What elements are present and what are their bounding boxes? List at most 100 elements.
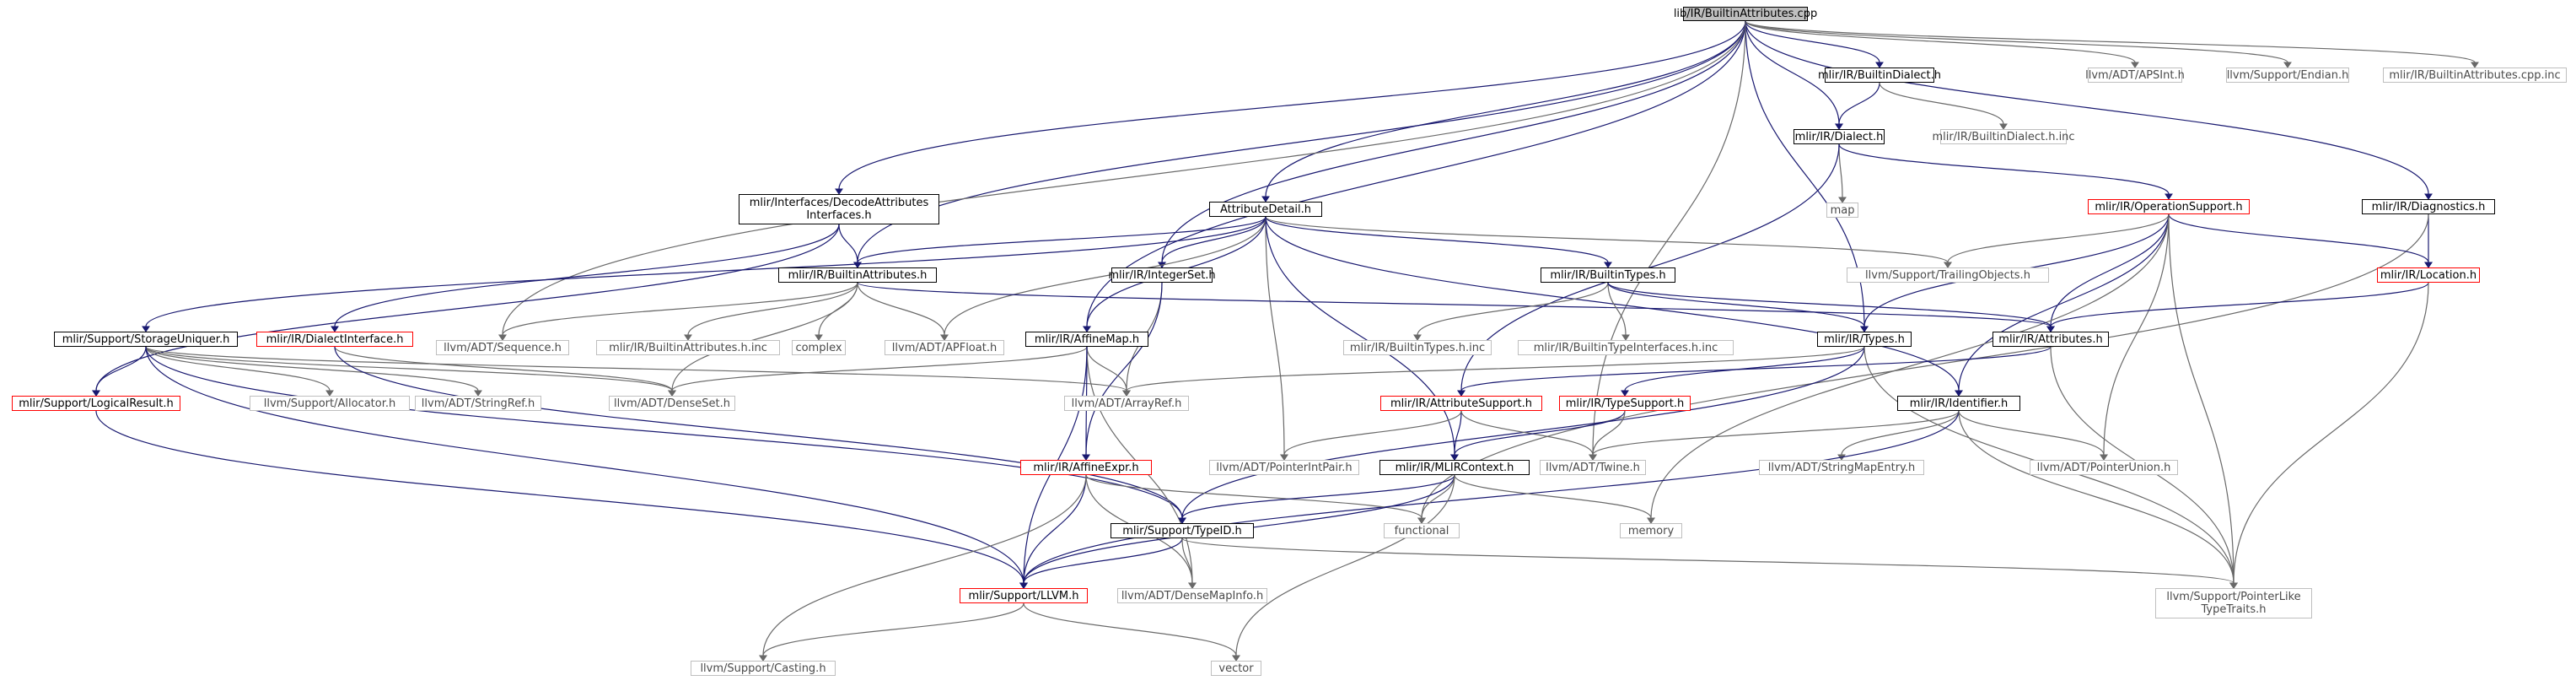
node-label: mlir/IR/TypeSupport.h <box>1565 397 1685 410</box>
node-affinemap[interactable]: mlir/IR/AffineMap.h <box>1025 332 1148 347</box>
edge-storage-to-stringref <box>145 346 479 392</box>
node-location[interactable]: mlir/IR/Location.h <box>2377 267 2480 283</box>
node-label: mlir/Support/TypeID.h <box>1122 524 1242 537</box>
node-root[interactable]: lib/IR/BuiltinAttributes.cpp <box>1674 7 1817 21</box>
edge-arrowhead <box>1955 390 1963 397</box>
edge-attrdetail-to-builtin_types <box>1265 216 1609 263</box>
edge-builtin_attrs-to-attrs_inc <box>687 282 858 336</box>
edge-arrowhead <box>498 334 507 341</box>
node-label: llvm/Support/TrailingObjects.h <box>1865 268 2030 282</box>
node-decode[interactable]: mlir/Interfaces/DecodeAttributes Interfa… <box>739 194 939 224</box>
edge-arrowhead <box>1589 454 1597 461</box>
node-types[interactable]: mlir/IR/Types.h <box>1817 332 1912 347</box>
node-attrdetail[interactable]: AttributeDetail.h <box>1209 202 1322 217</box>
edge-typeid-to-densemapinfo <box>1181 537 1193 584</box>
node-stringmapentry: llvm/ADT/StringMapEntry.h <box>1759 460 1924 475</box>
edge-root-to-attrdetail <box>1265 20 1746 197</box>
edge-root-to-dialect <box>1745 20 1840 125</box>
node-label: mlir/Support/LogicalResult.h <box>19 397 174 410</box>
node-storage[interactable]: mlir/Support/StorageUniquer.h <box>54 332 238 347</box>
node-map: map <box>1826 203 1858 218</box>
edge-attrdetail-to-integerset <box>1161 216 1266 263</box>
node-type-ifaces-inc: mlir/IR/BuiltinTypeInterfaces.h.inc <box>1518 340 1734 355</box>
edge-arrowhead <box>1999 123 2008 130</box>
node-dialect-iface[interactable]: mlir/IR/DialectInterface.h <box>256 332 413 347</box>
node-twine: llvm/ADT/Twine.h <box>1540 460 1646 475</box>
edge-builtin_types-to-type_ifaces_inc <box>1607 282 1627 336</box>
node-builtin-types[interactable]: mlir/IR/BuiltinTypes.h <box>1541 267 1675 283</box>
node-attributes[interactable]: mlir/IR/Attributes.h <box>1993 332 2109 347</box>
edge-decode-to-builtin_attrs <box>838 224 858 263</box>
edge-attrdetail-to-identifier <box>1265 216 1960 392</box>
node-integerset[interactable]: mlir/IR/IntegerSet.h <box>1108 267 1216 283</box>
node-complex: complex <box>792 340 846 355</box>
edge-root-to-integerset <box>1161 20 1746 263</box>
node-vector: vector <box>1211 661 1261 676</box>
edge-arrowhead <box>1860 326 1869 332</box>
node-attrs-inc: mlir/IR/BuiltinAttributes.h.inc <box>596 340 780 355</box>
edge-mlircontext-to-functional <box>1421 474 1455 519</box>
node-diagnostics[interactable]: mlir/IR/Diagnostics.h <box>2362 199 2495 214</box>
node-label: mlir/IR/AffineExpr.h <box>1033 461 1139 474</box>
node-opsupport[interactable]: mlir/IR/OperationSupport.h <box>2088 199 2250 214</box>
node-identifier[interactable]: mlir/IR/Identifier.h <box>1897 396 2020 411</box>
node-typesupport[interactable]: mlir/IR/TypeSupport.h <box>1559 396 1691 411</box>
edge-root-to-diagnostics <box>1745 20 2429 195</box>
edge-arrowhead <box>1604 262 1612 268</box>
node-label: llvm/ADT/Twine.h <box>1546 461 1640 474</box>
node-mlircontext[interactable]: mlir/IR/MLIRContext.h <box>1379 460 1530 475</box>
node-label: llvm/ADT/PointerIntPair.h <box>1216 461 1353 474</box>
edge-storage-to-typeid <box>145 346 1183 519</box>
edge-arrowhead <box>2424 193 2433 200</box>
edge-dialect-to-map <box>1838 143 1843 198</box>
edge-root-to-builtin_attrs <box>857 20 1746 263</box>
node-label: llvm/Support/Casting.h <box>700 662 826 675</box>
node-label: mlir/IR/BuiltinTypes.h <box>1550 268 1666 282</box>
node-label: llvm/Support/PointerLike TypeTraits.h <box>2166 591 2301 616</box>
edge-mlircontext-to-typeid <box>1181 474 1455 519</box>
node-label: llvm/ADT/Sequence.h <box>444 341 562 354</box>
node-builtin-attrs[interactable]: mlir/IR/BuiltinAttributes.h <box>778 267 937 283</box>
edge-typesupport-to-twine <box>1592 410 1626 456</box>
edge-types-to-arrayref <box>1126 346 1865 392</box>
edge-typeid-to-llvm_h <box>1023 537 1183 584</box>
edge-storage-to-allocator <box>145 346 331 392</box>
node-apsint: llvm/ADT/APSInt.h <box>2085 68 2185 83</box>
edge-root-to-endian <box>1745 20 2288 63</box>
edge-arrowhead <box>1417 517 1426 524</box>
node-label: mlir/IR/AttributeSupport.h <box>1390 397 1533 410</box>
node-attrs-cpp-inc: mlir/IR/BuiltinAttributes.cpp.inc <box>2383 68 2567 83</box>
node-trailing: llvm/Support/TrailingObjects.h <box>1847 267 2049 283</box>
node-functional: functional <box>1384 523 1460 538</box>
edge-attrdetail-to-builtin_attrs <box>857 216 1266 263</box>
edge-builtin_attrs-to-attributes <box>857 282 2052 327</box>
edge-llvm_h-to-vector <box>1023 602 1237 656</box>
edge-llvm_h-to-casting <box>762 602 1024 656</box>
edge-typesupport-to-mlircontext <box>1454 410 1626 456</box>
edge-opsupport-to-location <box>2168 213 2429 263</box>
node-builtin-dialect[interactable]: mlir/IR/BuiltinDialect.h <box>1818 68 1941 83</box>
edge-arrowhead <box>1019 582 1028 589</box>
node-label: mlir/IR/BuiltinAttributes.h <box>788 268 928 282</box>
edge-root-to-decode <box>838 20 1746 190</box>
node-label: memory <box>1627 524 1675 537</box>
edge-arrowhead <box>1647 517 1655 524</box>
edge-opsupport-to-attributes <box>2050 213 2170 327</box>
edge-root-to-attrs_cpp_inc <box>1745 20 2476 63</box>
edge-storage-to-logical <box>95 346 147 392</box>
edge-storage-to-denseset <box>145 346 673 392</box>
edge-decode-to-dialect_iface <box>334 224 840 327</box>
node-label: mlir/IR/Identifier.h <box>1909 397 2009 410</box>
edge-storage-to-arrayref <box>145 346 1127 392</box>
node-affineexpr[interactable]: mlir/IR/AffineExpr.h <box>1020 460 1152 475</box>
node-logical[interactable]: mlir/Support/LogicalResult.h <box>12 396 180 411</box>
node-attrsupport[interactable]: mlir/IR/AttributeSupport.h <box>1380 396 1542 411</box>
node-typeid[interactable]: mlir/Support/TypeID.h <box>1111 523 1254 538</box>
edge-root-to-sequence <box>502 20 1746 336</box>
node-label: llvm/ADT/APFloat.h <box>891 341 998 354</box>
node-dialect[interactable]: mlir/IR/Dialect.h <box>1794 129 1885 144</box>
node-label: functional <box>1394 524 1449 537</box>
node-llvm-h[interactable]: mlir/Support/LLVM.h <box>960 588 1088 603</box>
